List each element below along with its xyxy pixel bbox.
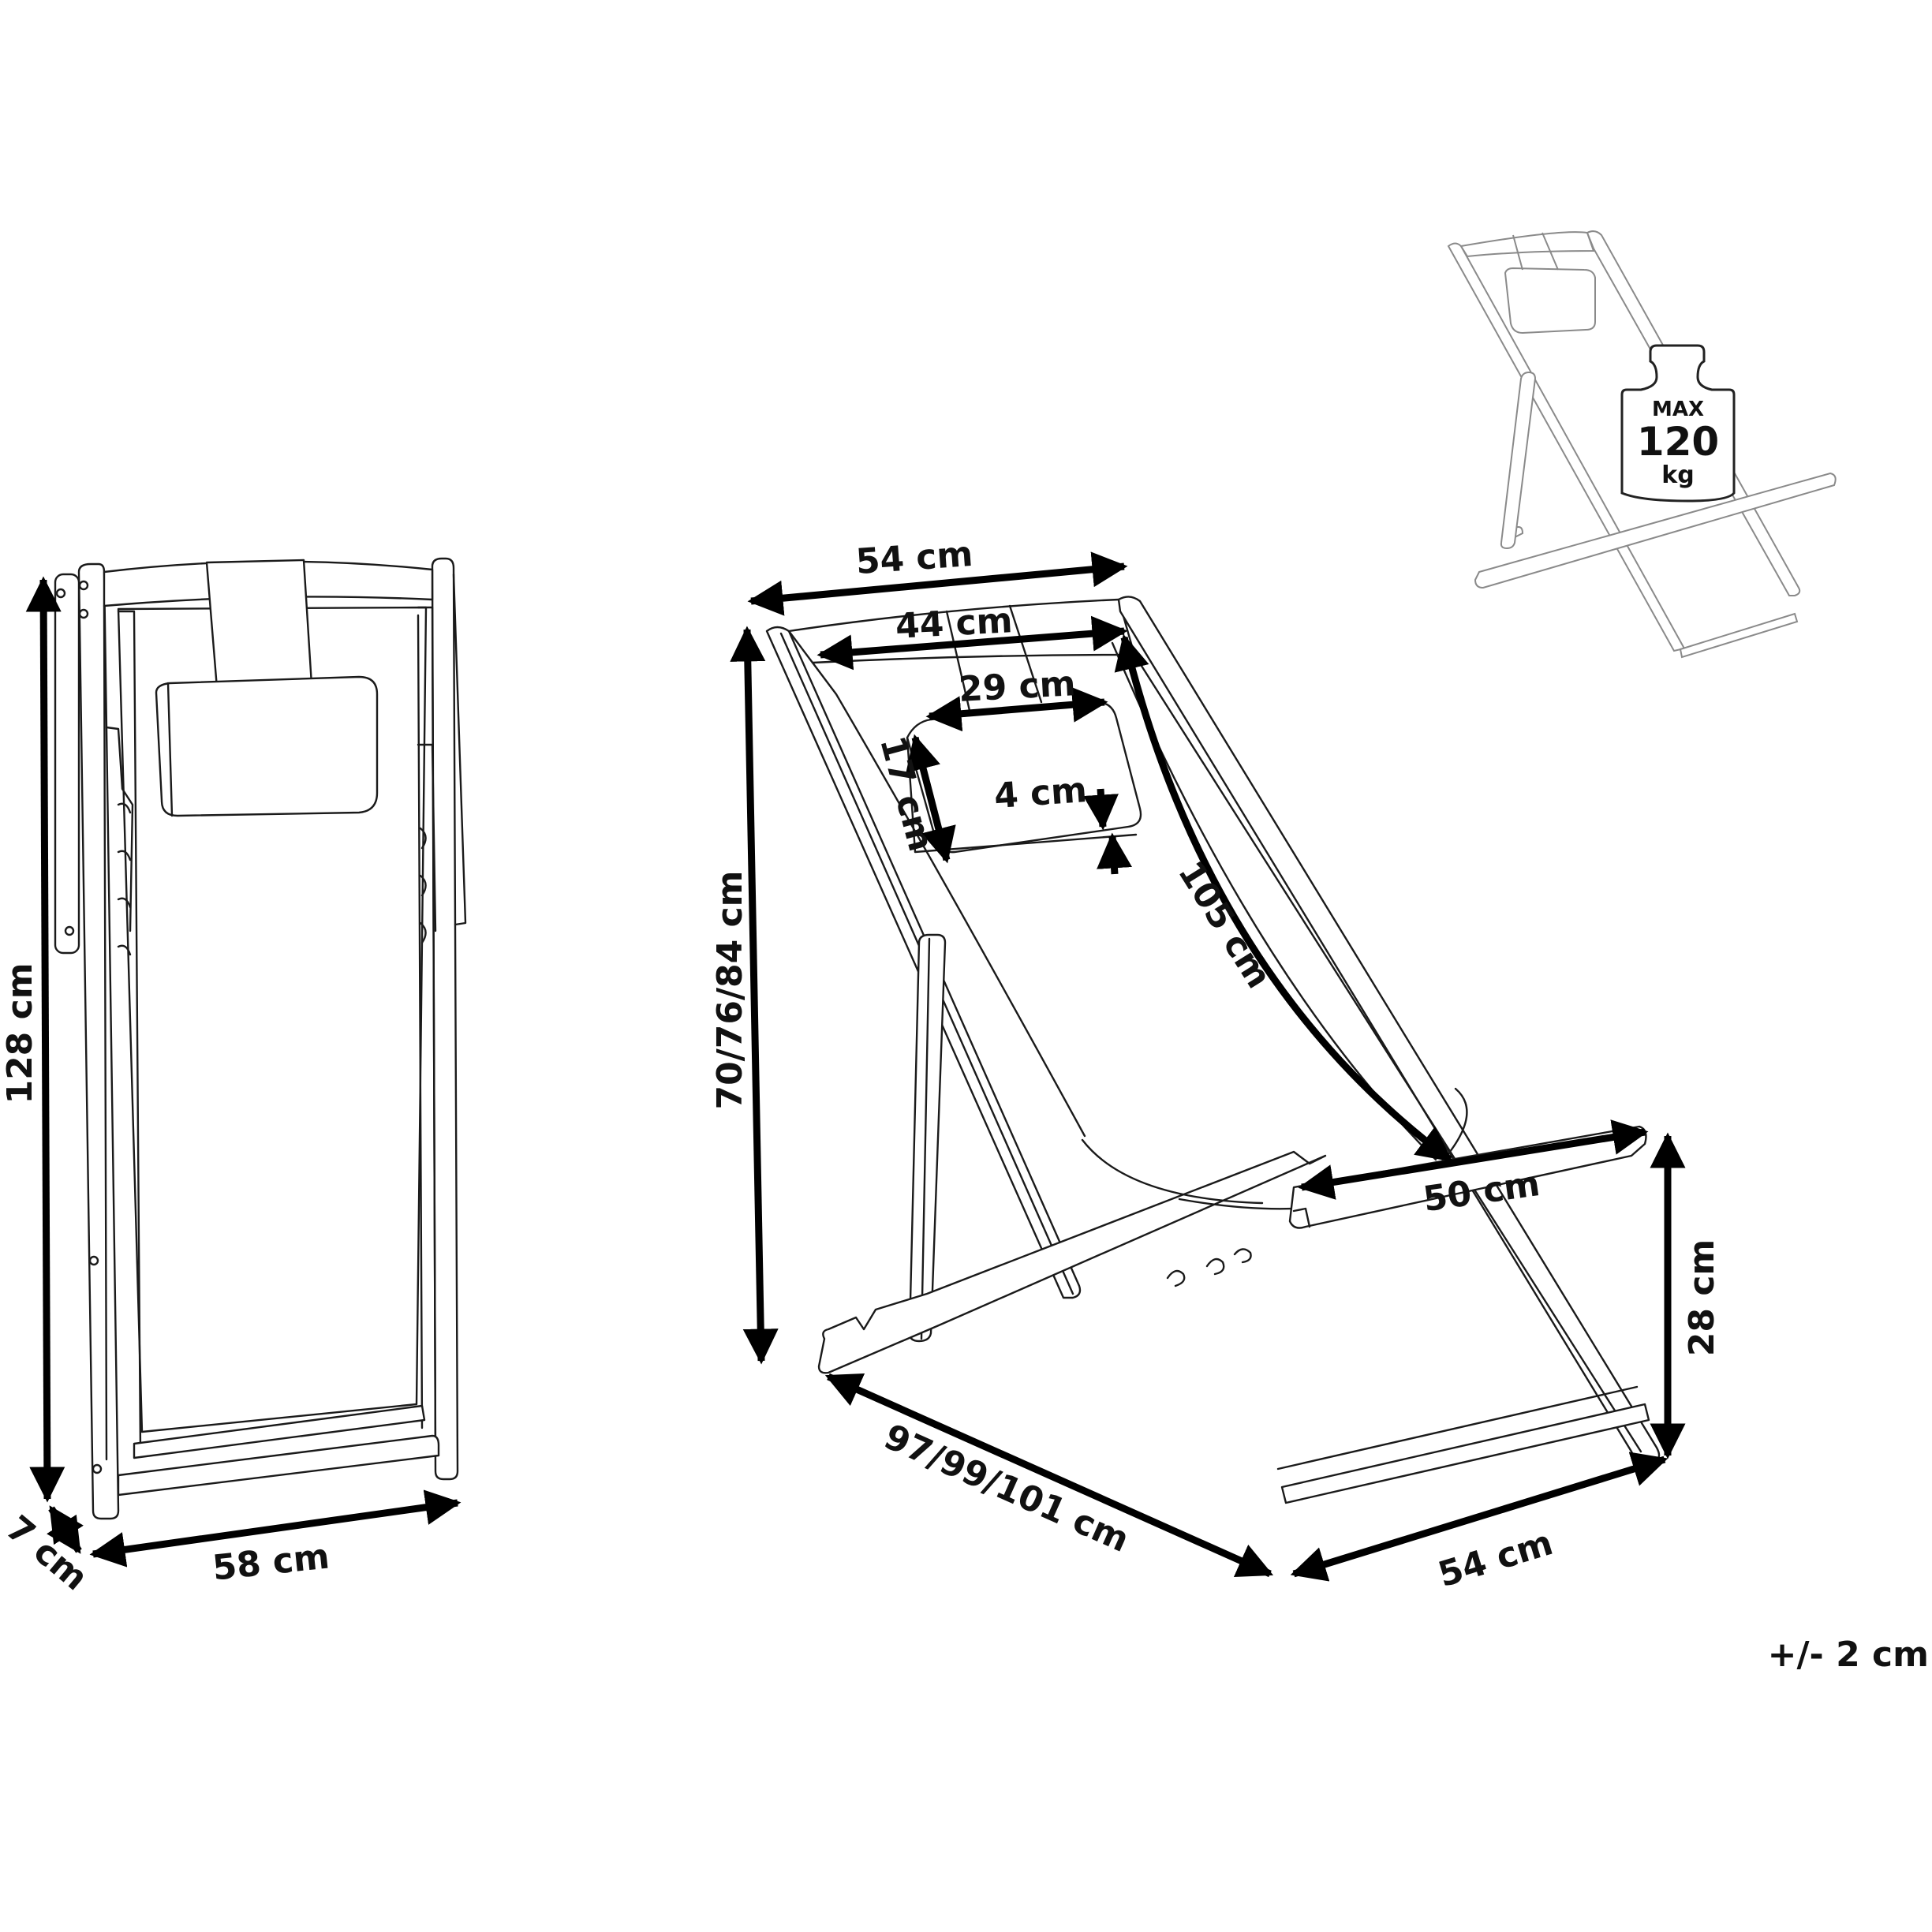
fabric-length-label: 105 cm	[1170, 854, 1279, 996]
folded-width-dimension	[89, 1489, 462, 1568]
folded-depth-dimension	[47, 1505, 84, 1554]
base-width-label: 54 cm	[1433, 1523, 1557, 1595]
open-chair-drawing	[765, 596, 1661, 1504]
folded-chair-drawing	[54, 557, 467, 1520]
top-width-dimension	[747, 551, 1128, 616]
pillow-width-dimension	[925, 686, 1108, 732]
inner-width-dimension	[817, 615, 1128, 671]
base-width-dimension	[1290, 1452, 1669, 1582]
armrest-length-dimension	[1298, 1119, 1649, 1200]
max-weight-line1: MAX	[1652, 398, 1704, 421]
tolerance-note: +/- 2 cm	[1768, 1635, 1929, 1675]
max-weight-line3: kg	[1661, 462, 1694, 489]
pillow-thickness-label: 4 cm	[992, 770, 1088, 817]
folded-height-label: 128 cm	[0, 962, 40, 1104]
pillow-width-label: 29 cm	[958, 663, 1077, 710]
folded-width-label: 58 cm	[211, 1536, 331, 1588]
top-width-label: 54 cm	[854, 534, 974, 582]
pillow-height-dimension	[906, 734, 956, 864]
total-height-dimension	[730, 626, 779, 1365]
max-weight-badge: MAX 120 kg	[1620, 344, 1736, 503]
seat-height-label: 28 cm	[1682, 1239, 1722, 1356]
fabric-length-dimension	[1114, 633, 1453, 1163]
pillow-thickness-arrow-bottom	[1097, 832, 1132, 875]
max-weight-line2: 120	[1637, 419, 1719, 465]
folded-depth-label: 7 cm	[0, 1508, 95, 1598]
depth-label: 97/99/101 cm	[878, 1417, 1135, 1560]
inner-width-label: 44 cm	[895, 600, 1014, 647]
total-height-label: 70/76/84 cm	[710, 870, 750, 1109]
folded-height-dimension	[25, 576, 65, 1503]
pillow-thickness-arrow-top	[1083, 788, 1119, 831]
depth-dimension	[824, 1373, 1274, 1578]
